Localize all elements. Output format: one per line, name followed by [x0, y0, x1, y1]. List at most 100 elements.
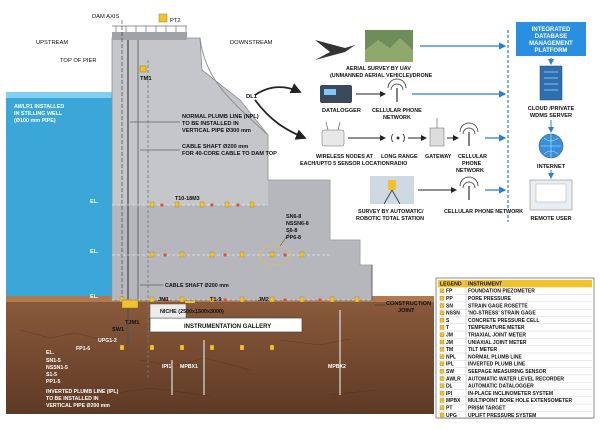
legend-symbol [439, 369, 445, 374]
legend-code: SN [446, 303, 453, 309]
cell-tower-icon-3 [459, 176, 479, 200]
legend-code: NPL [446, 354, 456, 360]
laptop-screen-icon [535, 183, 567, 203]
legend-code: FP [446, 289, 453, 295]
datalogger-label: DATALOGGER [322, 108, 361, 114]
legend-name: PRISM TARGET [468, 406, 505, 412]
foundation-labels: EL. SN1-5 NSSN1-5 S1-5 PP1-5 FP1-6 UPG1-… [46, 338, 346, 409]
legend-symbol [439, 303, 445, 308]
network-section: AERIAL SURVEY BY UAV (UNMANNED AERIAL VE… [300, 22, 586, 222]
legend-name: UPLIFT PRESSURE SYSTEM [468, 413, 536, 419]
jm2-label: JM2 [258, 297, 269, 303]
wireless-antenna-1 [325, 121, 329, 131]
legend-symbol [439, 405, 445, 410]
legend-header [438, 280, 592, 288]
sn-group-highlight [258, 244, 292, 266]
cloud-line-1: CLOUD /PRIVATE [528, 106, 575, 112]
legend-symbol [439, 347, 445, 352]
npl-line-3: VERTICAL PIPE Ø300 mm [182, 128, 251, 134]
instrument-markers [119, 13, 360, 351]
legend-symbol [439, 412, 445, 418]
t19-label: T1-9 [210, 297, 222, 303]
ipl-line-1: INVERTED PLUMB LINE (IPL) [46, 389, 119, 395]
legend-name: 'NO-STRESS' STRAIN GAGE [468, 311, 536, 317]
dl-to-wireless-arrow [254, 99, 307, 140]
tripod-leg-1 [383, 189, 393, 205]
legend-symbol [439, 296, 445, 301]
niche-label: NICHE (2500x1500x3000) [160, 309, 224, 315]
ipl-line-3: VERTICAL PIPE Ø200 mm [46, 403, 110, 409]
legend-name: PORE PRESSURE [468, 296, 512, 302]
legend-name: IN-PLACE INCLINOMETER SYSTEM [468, 391, 553, 397]
cell1-line-1: CELLULAR PHONE [372, 108, 422, 114]
legend-name: CONCRETE PRESSURE CELL [468, 318, 539, 324]
rock-texture [19, 329, 376, 397]
integrated-platform-box [516, 22, 586, 56]
cable-top-label: CABLE SHAFT Ø200 mm FOR 40-CORE CABLE TO… [182, 144, 277, 157]
legend-code: SW [446, 369, 454, 375]
drone-icon [315, 40, 355, 60]
legend-symbol [439, 398, 445, 403]
dam-lower-block [112, 180, 372, 300]
legend-box [435, 277, 595, 419]
legend-code: T [446, 325, 449, 331]
fp16-label: FP1-6 [76, 346, 90, 352]
legend-name: UNIAXIAL JOINT METER [468, 340, 527, 346]
reservoir-water [6, 92, 112, 307]
legend-symbol [439, 376, 445, 381]
sn-leader [279, 231, 291, 247]
sn-line-1: SN6-8 [286, 214, 301, 220]
legend-code: JM [446, 333, 453, 339]
internet-label: INTERNET [537, 164, 566, 170]
legend-code: MPBX [446, 398, 461, 404]
elevation-labels: EL. EL. EL. [90, 199, 99, 300]
legend-code: AWLR [446, 376, 461, 382]
legend-code: PT [446, 406, 452, 412]
legend-code: UPG [446, 413, 457, 419]
top-of-pier-label: TOP OF PIER [60, 58, 97, 64]
spillway-profile [199, 37, 269, 136]
legend-symbol [439, 317, 445, 323]
tripod-leg-2 [391, 189, 401, 205]
radio-icon [391, 133, 405, 143]
cell2-line-1: CELLULAR [458, 154, 487, 160]
el-label-2: EL. [90, 249, 99, 255]
legend-name: AUTOMATIC WATER LEVEL RECORDER [468, 376, 564, 382]
legend-name: FOUNDATION PIEZOMETER [468, 289, 535, 295]
legend-symbol [439, 354, 445, 359]
legend-code: NSSN [446, 311, 460, 317]
legend-symbol [439, 288, 445, 294]
legend-name: INVERTED PLUMB LINE [468, 362, 526, 368]
niche [149, 303, 187, 319]
legend-symbol [439, 325, 445, 330]
legend-symbol [439, 390, 445, 396]
gateway-icon [429, 127, 445, 147]
wireless-line-2: EACH/UPTO 5 SENSOR LOCATION [300, 161, 390, 167]
server-bays [544, 71, 558, 91]
legend-name: TILT METER [468, 347, 497, 353]
jm1-label: JM1 [158, 297, 169, 303]
legend-symbol [439, 383, 445, 388]
instrumentation-gallery [149, 317, 303, 333]
legend-symbol [439, 332, 445, 337]
idmp-line-4: PLATFORM [535, 48, 568, 54]
pt2-label: PT2 [170, 18, 181, 24]
awlr-label: AWLR1 INSTALLED IN STILLING WELL (Ø100 m… [14, 104, 64, 124]
ipl-line-2: TO BE INSTALLED IN [46, 396, 99, 402]
idmp-line-3: MANAGEMENT [529, 41, 573, 47]
dl1-label: DL1 [246, 94, 258, 100]
legend-name: TRIAXIAL JOINT METER [468, 333, 526, 339]
tjm1-label: TJM1 [125, 320, 139, 326]
wireless-node-icon [321, 129, 345, 147]
legend-name: STRAIN GAGE ROSETTE [468, 303, 528, 309]
water-surface [6, 92, 112, 98]
el-label-4: EL. [46, 350, 55, 356]
server-icon [539, 65, 563, 101]
gallery-label: INSTRUMENTATION GALLERY [184, 324, 271, 330]
el-label-1: EL. [90, 199, 99, 205]
survey-line-2: ROBOTIC TOTAL STATION [356, 216, 424, 222]
legend-header-name: INSTRUMENT [468, 281, 503, 287]
legend-name: AUTOMATIC DATALOGGER [468, 384, 534, 390]
